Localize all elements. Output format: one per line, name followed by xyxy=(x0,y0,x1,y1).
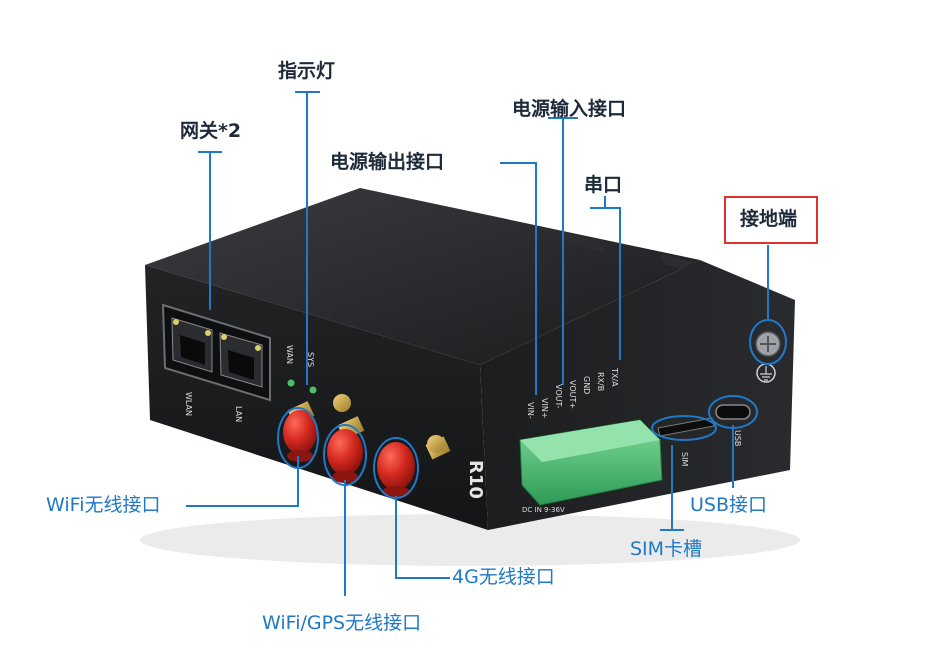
label-ground: 接地端 xyxy=(740,208,798,230)
sim-mark: SIM xyxy=(680,452,689,466)
pin-rxb: RX/B xyxy=(596,372,605,391)
shadow xyxy=(140,514,800,566)
label-wifi: WiFi无线接口 xyxy=(46,494,161,516)
pin-vout-plus: VOUT+ xyxy=(568,380,577,409)
lan-port-label: LAN xyxy=(234,406,243,422)
wan-led xyxy=(287,379,295,387)
label-indicator: 指示灯 xyxy=(278,60,336,82)
terminal-block xyxy=(519,419,663,506)
device-top xyxy=(145,188,700,365)
usb-mark: USB xyxy=(733,430,742,446)
usb-port xyxy=(715,404,751,420)
pin-vin-minus: VIN- xyxy=(526,402,535,419)
ground-highlight-box xyxy=(724,196,818,244)
label-power-in: 电源输入接口 xyxy=(512,98,627,120)
label-serial: 串口 xyxy=(584,174,623,196)
pin-txa: TX/A xyxy=(610,367,619,387)
label-power-out: 电源输出接口 xyxy=(330,151,445,173)
sys-led xyxy=(309,386,317,394)
label-4g: 4G无线接口 xyxy=(452,566,555,588)
wan-led-label: WAN xyxy=(285,345,294,364)
pin-vin-plus: VIN+ xyxy=(540,398,549,419)
model-label: R10 xyxy=(465,460,486,499)
label-sim: SIM卡槽 xyxy=(630,538,703,560)
label-wifi-gps: WiFi/GPS无线接口 xyxy=(262,612,422,634)
label-gateway: 网关*2 xyxy=(180,120,242,142)
dc-in-label: DC IN 9-36V xyxy=(522,506,565,514)
wlan-port-label: WLAN xyxy=(184,392,193,416)
pin-vout-minus: VOUT- xyxy=(554,384,563,409)
label-usb: USB接口 xyxy=(690,494,768,516)
pin-gnd: GND xyxy=(582,376,591,394)
sys-led-label: SYS xyxy=(306,352,315,367)
